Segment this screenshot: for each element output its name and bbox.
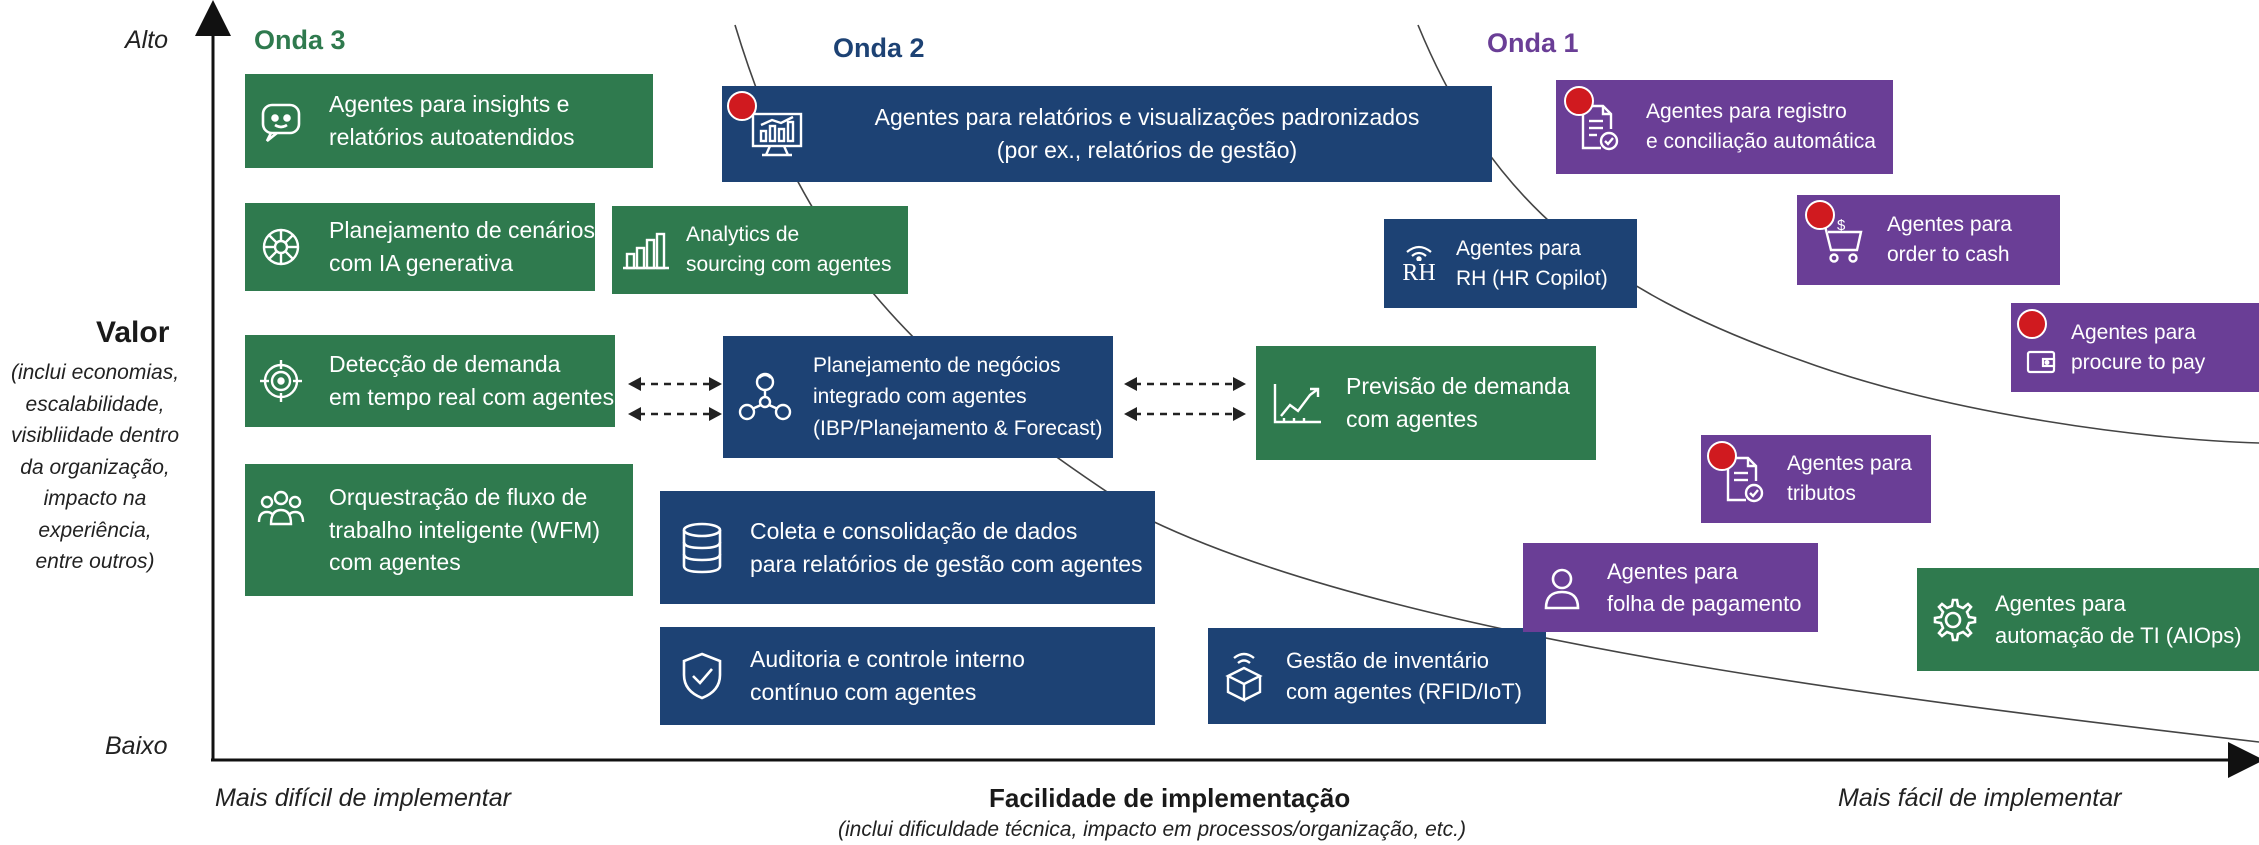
box-demand-forecast: Previsão de demanda com agentes bbox=[1256, 346, 1596, 460]
double-arrow-left bbox=[638, 382, 712, 416]
box-audit-internal-control-text: Auditoria e controle interno contínuo co… bbox=[750, 646, 1025, 705]
priority-dot-reports bbox=[727, 91, 757, 121]
box-inventory-management-text: Gestão de inventário com agentes (RFID/I… bbox=[1286, 647, 1522, 704]
box-hr-copilot-text: Agentes para RH (HR Copilot) bbox=[1456, 236, 1608, 290]
target-icon bbox=[245, 357, 317, 405]
document-check-icon bbox=[1556, 103, 1642, 151]
box-insights-self-service: Agentes para insights e relatórios autoa… bbox=[245, 74, 653, 168]
box-payroll: Agentes para folha de pagamento bbox=[1523, 543, 1818, 632]
dashboard-monitor-icon bbox=[722, 111, 832, 157]
priority-dot-procure-to-pay bbox=[2017, 309, 2047, 339]
bar-chart-icon bbox=[612, 230, 680, 270]
rh-wifi-icon: RH bbox=[1384, 243, 1454, 285]
box-sourcing-analytics: Analytics de sourcing com agentes bbox=[612, 206, 908, 294]
double-arrow-left-heads bbox=[628, 377, 722, 421]
box-demand-detection: Detecção de demanda em tempo real com ag… bbox=[245, 335, 615, 427]
shield-check-icon bbox=[660, 651, 744, 701]
chat-bot-icon bbox=[245, 97, 317, 145]
box-hr-copilot: RH Agentes para RH (HR Copilot) bbox=[1384, 219, 1637, 308]
box-data-collection: Coleta e consolidação de dados para rela… bbox=[660, 491, 1155, 604]
x-axis-right-label: Mais fácil de implementar bbox=[1838, 784, 2122, 812]
box-aiops: Agentes para automação de TI (AIOps) bbox=[1917, 568, 2259, 671]
trend-chart-icon bbox=[1256, 381, 1340, 425]
box-procure-to-pay-text: Agentes para procure to pay bbox=[2071, 320, 2206, 374]
person-icon bbox=[1523, 566, 1601, 610]
box-scenario-planning: Planejamento de cenários com IA generati… bbox=[245, 203, 595, 291]
box-wfm-orchestration: Orquestração de fluxo de trabalho inteli… bbox=[245, 464, 633, 596]
box-payroll-text: Agentes para folha de pagamento bbox=[1607, 559, 1802, 616]
tax-document-icon bbox=[1701, 455, 1787, 503]
people-group-icon bbox=[245, 464, 317, 530]
wave-3-label: Onda 3 bbox=[254, 25, 346, 55]
x-axis-subtitle: (inclui dificuldade técnica, impacto em … bbox=[838, 818, 1466, 841]
package-signal-icon bbox=[1208, 650, 1280, 702]
svg-text:$: $ bbox=[1837, 217, 1846, 234]
box-inventory-management: Gestão de inventário com agentes (RFID/I… bbox=[1208, 628, 1546, 724]
box-sourcing-analytics-text: Analytics de sourcing com agentes bbox=[686, 223, 892, 276]
box-demand-detection-text: Detecção de demanda em tempo real com ag… bbox=[329, 351, 615, 410]
y-axis-low-label: Baixo bbox=[105, 732, 168, 760]
box-standardized-reports-text: Agentes para relatórios e visualizações … bbox=[874, 104, 1420, 163]
box-standardized-reports: Agentes para relatórios e visualizações … bbox=[722, 86, 1492, 182]
box-aiops-text: Agentes para automação de TI (AIOps) bbox=[1995, 591, 2242, 648]
y-axis-subtitle: (inclui economias, escalabilidade, visib… bbox=[10, 361, 180, 573]
connected-agents-icon bbox=[723, 370, 807, 424]
wave-1-label: Onda 1 bbox=[1487, 28, 1579, 58]
double-arrow-right-heads bbox=[1124, 377, 1246, 421]
box-data-collection-text: Coleta e consolidação de dados para rela… bbox=[750, 517, 1143, 577]
box-audit-internal-control: Auditoria e controle interno contínuo co… bbox=[660, 627, 1155, 725]
x-axis-title: Facilidade de implementação bbox=[989, 783, 1351, 813]
network-wheel-icon bbox=[245, 223, 317, 271]
box-integrated-business-planning-text: Planejamento de negócios integrado com a… bbox=[813, 353, 1103, 440]
database-icon bbox=[660, 522, 744, 574]
gear-icon bbox=[1917, 596, 1989, 644]
box-scenario-planning-text: Planejamento de cenários com IA generati… bbox=[329, 217, 595, 276]
box-procure-to-pay: Agentes para procure to pay bbox=[2011, 303, 2259, 392]
box-insights-text: Agentes para insights e relatórios autoa… bbox=[329, 91, 575, 150]
box-taxes-text: Agentes para tributos bbox=[1787, 452, 1912, 505]
box-demand-forecast-text: Previsão de demanda com agentes bbox=[1346, 373, 1570, 432]
box-order-to-cash: $ Agentes para order to cash bbox=[1797, 195, 2060, 285]
x-axis-left-label: Mais difícil de implementar bbox=[215, 784, 511, 812]
double-arrow-right bbox=[1134, 382, 1236, 416]
box-wfm-orchestration-text: Orquestração de fluxo de trabalho inteli… bbox=[329, 484, 600, 576]
y-axis-high-label: Alto bbox=[125, 26, 169, 54]
wallet-icon bbox=[2011, 348, 2071, 392]
y-axis-title: Valor bbox=[96, 316, 170, 349]
rh-icon-label: RH bbox=[1402, 259, 1436, 286]
box-order-to-cash-text: Agentes para order to cash bbox=[1887, 213, 2012, 266]
box-registration-reconciliation-text: Agentes para registro e conciliação auto… bbox=[1646, 100, 1876, 153]
box-registration-reconciliation: Agentes para registro e conciliação auto… bbox=[1556, 80, 1893, 174]
priority-dot-order-to-cash bbox=[1805, 200, 1835, 230]
box-integrated-business-planning: Planejamento de negócios integrado com a… bbox=[723, 336, 1113, 458]
wave-2-label: Onda 2 bbox=[833, 33, 925, 63]
priority-dot-taxes bbox=[1707, 441, 1737, 471]
priority-dot-registration bbox=[1564, 86, 1594, 116]
box-taxes: Agentes para tributos bbox=[1701, 435, 1931, 523]
wave-boundary-curve-1-2 bbox=[1417, 24, 2259, 444]
